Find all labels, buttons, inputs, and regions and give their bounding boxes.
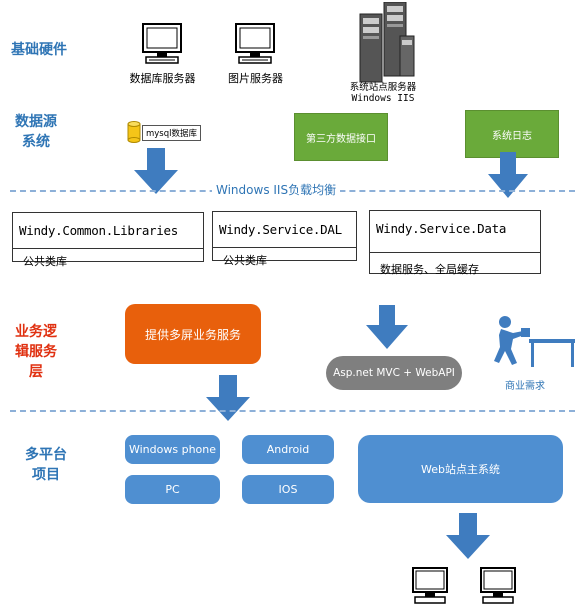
business-need-label: 商业需求 <box>505 381 545 392</box>
image-server-monitor-icon <box>235 23 275 64</box>
layer-label-business: 业务逻 辑服务 层 <box>15 324 57 380</box>
site-server-label: 系统站点服务器 Windows IIS <box>338 82 428 104</box>
image-server-label: 图片服务器 <box>228 72 283 85</box>
database-cylinder-icon <box>127 121 141 143</box>
platform-ios: IOS <box>242 475 334 504</box>
platform-pc: PC <box>125 475 220 504</box>
library-title: Windy.Service.Data <box>376 221 507 236</box>
layer-label-datasource: 数据源 系统 <box>15 114 57 150</box>
library-common: Windy.Common.Libraries 公共类库 <box>12 212 204 268</box>
mvc-webapi-box: Asp.net MVC + WebAPI <box>326 356 462 390</box>
library-desc: 数据服务、全局缓存 <box>370 252 540 285</box>
arrow-down-icon <box>134 148 178 194</box>
library-title: Windy.Common.Libraries <box>19 223 178 238</box>
library-dal: Windy.Service.DAL 公共类库 <box>212 211 357 267</box>
platform-android: Android <box>242 435 334 464</box>
layer-label-platform: 多平台 项目 <box>25 447 67 483</box>
library-title: Windy.Service.DAL <box>219 222 342 237</box>
server-tower-icon <box>359 2 415 83</box>
arrow-down-icon <box>206 375 250 421</box>
library-desc: 公共类库 <box>213 247 356 270</box>
load-balance-label: Windows IIS负载均衡 <box>212 181 341 198</box>
system-log-box: 系统日志 <box>465 110 559 158</box>
library-data: Windy.Service.Data 数据服务、全局缓存 <box>369 210 541 276</box>
client-monitor-icon <box>480 567 516 604</box>
platform-web-main-system: Web站点主系统 <box>358 435 563 503</box>
platform-windows-phone: Windows phone <box>125 435 220 464</box>
platform-divider <box>10 410 575 412</box>
db-server-label: 数据库服务器 <box>129 72 196 85</box>
arrow-down-icon <box>446 513 490 559</box>
layer-label-hardware: 基础硬件 <box>11 42 67 58</box>
site-server-label-line1: 系统站点服务器 <box>349 82 417 93</box>
mysql-db-label: mysql数据库 <box>142 125 201 141</box>
worker-pushing-icon <box>494 316 575 367</box>
client-monitor-icon <box>412 567 448 604</box>
db-server-monitor-icon <box>142 23 182 64</box>
library-desc: 公共类库 <box>13 248 203 271</box>
arrow-down-icon <box>366 305 408 349</box>
site-server-label-line2: Windows IIS <box>351 93 415 104</box>
third-party-api-box: 第三方数据接口 <box>294 113 388 161</box>
arrow-down-icon <box>488 152 528 198</box>
multiscreen-service-box: 提供多屏业务服务 <box>125 304 261 364</box>
